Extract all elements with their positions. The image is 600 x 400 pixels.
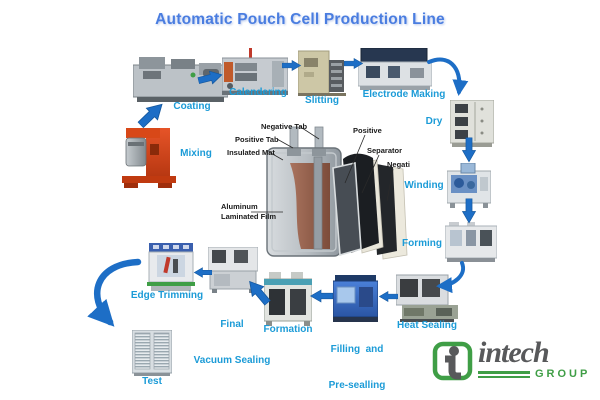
arrow-formation-to-final-vacuum-sealing [249,280,271,306]
stage-label-filling-line2: Pre-sealling [328,380,386,391]
cell-label-aluminum-film-line2: Laminated Film [221,212,276,221]
stage-label-filling-line1: Filling and [330,344,384,355]
calendering-machine-illustration [222,48,288,95]
cell-label-negative-tab: Negative Tab [261,122,308,131]
mixing-machine-illustration [122,128,176,188]
stage-label-edge-trimming: Edge Trimming [130,290,204,301]
arrow-winding-to-forming [461,198,477,224]
stage-label-slitting: Slitting [305,95,339,106]
cell-label-positive-tab: Positive Tab [235,135,279,144]
stage-label-winding: Winding [404,180,444,191]
test-machine-illustration [132,330,172,376]
arrow-edge-trimming-to-test [87,258,142,327]
cell-label-aluminum-film-line1: Aluminum [221,202,258,211]
arrow-calendering-to-slitting [282,60,302,71]
stage-label-formation: Formation [263,324,313,335]
cell-label-insulated-mat: Insulated Mat [227,148,275,157]
stage-label-final-line1: Final [220,319,244,330]
cell-label-negative: Negative [387,160,410,169]
final-vacuum-sealing-machine-illustration [208,247,258,293]
formation-machine-illustration [264,272,312,326]
stage-label-coating: Coating [173,101,211,112]
forming-machine-illustration [445,222,497,262]
logo-rules [478,369,530,380]
pouch-cell-exploded-view: Negative Tab Positive Tab Insulated Mat … [221,122,410,260]
cell-label-separator: Separator [367,146,402,155]
edge-trimming-machine-illustration [147,243,195,291]
stage-label-heat-sealing: Heat Sealing [396,320,458,331]
arrow-coating-to-calendering [197,70,223,85]
arrow-slitting-to-electrode-making [344,58,364,69]
stage-label-mixing: Mixing [180,148,212,159]
logo-group-text: GROUP [535,368,591,380]
stage-label-calendering: Calendering [229,87,287,98]
stage-label-forming: Forming [402,238,442,249]
arrow-electrode-making-to-dry [427,57,469,96]
slitting-machine-illustration [298,50,346,96]
filling-machine-illustration [333,275,378,322]
arrow-filling-to-formation [309,289,333,303]
stage-label-final-line2: Vacuum Sealing [193,355,271,366]
stage-label-dry: Dry [425,116,443,127]
arrow-mixing-to-coating [137,103,163,129]
logo-brand-name: intech [478,336,550,369]
electrode-making-machine-illustration [358,48,432,90]
arrow-forming-to-heat-sealing [436,261,466,294]
page-title: Automatic Pouch Cell Production Line [155,11,445,28]
intech-logo-icon [432,341,473,381]
arrow-heat-sealing-to-filling [378,291,398,302]
stage-label-electrode-making: Electrode Making [362,89,446,100]
arrow-final-vacuum-sealing-to-edge-trimming [193,267,212,278]
arrow-dry-to-winding [461,137,477,163]
intech-group-logo: intech GROUP [432,338,594,392]
cell-label-positive: Positive [353,126,382,135]
stage-label-test: Test [142,376,162,387]
